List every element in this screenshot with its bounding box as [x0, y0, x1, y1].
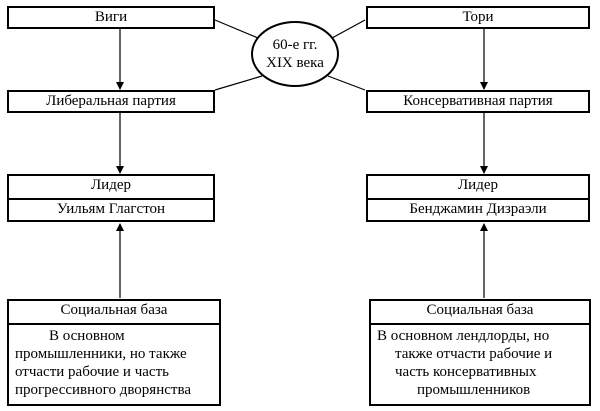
edge-center-to-whigs [214, 19, 259, 39]
liberal-social-base-title: Социальная база [60, 302, 168, 318]
text-line: прогрессивного дворянства [15, 382, 191, 398]
conservative-party-label: Консервативная партия [403, 93, 553, 109]
liberal-leader-name: Уильям Глагстон [9, 198, 213, 220]
conservative-social-base-text: В основном лендлорды, но также отчасти р… [371, 323, 589, 401]
liberal-social-base-text: В основном промышленники, но также отчас… [9, 323, 219, 401]
whigs-label: Виги [94, 9, 128, 25]
conservative-leader-box: Лидер Бенджамин Дизраэли [366, 174, 590, 222]
edge-center-to-conservative [327, 75, 366, 91]
conservative-social-base-box: Социальная база В основном лендлорды, но… [369, 299, 591, 406]
liberal-leader-box: Лидер Уильям Глагстон [7, 174, 215, 222]
whigs-box: Виги [7, 6, 215, 29]
tories-label: Тори [462, 9, 494, 25]
liberal-party-box: Либеральная партия [7, 90, 215, 113]
text-line: промышленников [417, 382, 531, 398]
conservative-social-base-title: Социальная база [426, 302, 534, 318]
conservative-leader-name: Бенджамин Дизраэли [368, 198, 588, 220]
text-line: отчасти рабочие и часть [15, 364, 169, 380]
period-line-2: XIX века [266, 55, 324, 71]
conservative-leader-title: Лидер [458, 177, 498, 193]
text-line: часть консервативных [395, 364, 537, 380]
period-ellipse: 60-е гг. XIX века [251, 21, 339, 87]
liberal-leader-title: Лидер [91, 177, 131, 193]
edge-center-to-liberal [214, 75, 263, 91]
tories-box: Тори [366, 6, 590, 29]
text-line: В основном [49, 328, 125, 344]
liberal-social-base-box: Социальная база В основном промышленники… [7, 299, 221, 406]
conservative-party-box: Консервативная партия [366, 90, 590, 113]
liberal-party-label: Либеральная партия [46, 93, 176, 109]
period-line-1: 60-е гг. [272, 37, 318, 53]
edge-center-to-tories [331, 19, 366, 39]
text-line: промышленники, но также [15, 346, 187, 362]
text-line: В основном лендлорды, но [377, 328, 550, 344]
text-line: также отчасти рабочие и [395, 346, 553, 362]
